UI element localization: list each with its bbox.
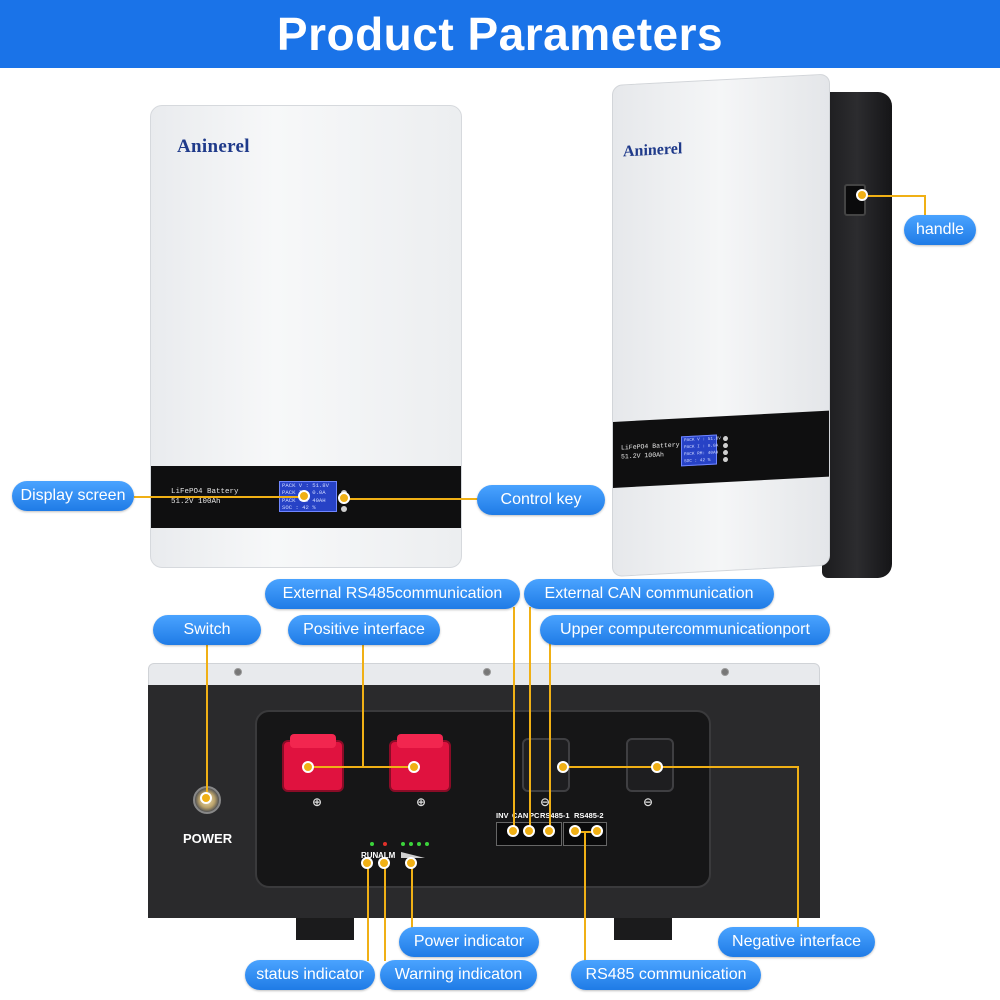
panel-foot: [614, 918, 672, 940]
callout-marker-icon: [543, 825, 555, 837]
leader-line: [584, 831, 586, 961]
terminal-cap: [397, 734, 443, 748]
screw-icon: [234, 668, 242, 676]
callout-marker-icon: [591, 825, 603, 837]
run-led-label: RUN: [361, 851, 379, 860]
lcd-line: SOC : 42 %: [684, 457, 711, 465]
strip-line-2: 51.2V 100Ah: [621, 451, 664, 461]
callout-marker-icon: [523, 825, 535, 837]
negative-terminal[interactable]: [626, 738, 674, 792]
alm-led-label: ALM: [378, 851, 396, 860]
battery-side-shell: [822, 92, 892, 578]
strip-text: LiFePO4 Battery 51.2V 100Ah: [171, 487, 239, 507]
port-label: RS485-1: [540, 811, 570, 820]
callout-marker-icon: [200, 792, 212, 804]
leader-line: [206, 643, 208, 798]
leader-line: [924, 195, 926, 215]
control-key-button[interactable]: [723, 442, 728, 449]
leader-line: [549, 643, 551, 831]
panel-foot: [296, 918, 354, 940]
callout-marker-icon: [298, 490, 310, 502]
callout-marker-icon: [361, 857, 373, 869]
page-title: Product Parameters: [276, 8, 724, 60]
screw-icon: [721, 668, 729, 676]
control-keys[interactable]: [723, 435, 728, 464]
leader-line: [563, 766, 799, 768]
display-strip: LiFePO4 Battery 51.2V 100Ah PACK V : 51.…: [613, 410, 829, 488]
control-key-button[interactable]: [723, 435, 728, 442]
strip-text: LiFePO4 Battery 51.2V 100Ah: [621, 440, 680, 461]
callout-upper-computer-port: Upper computercommunicationport: [540, 615, 830, 645]
control-key-button[interactable]: [723, 449, 728, 456]
callout-rs485-communication: RS485 communication: [571, 960, 761, 990]
leader-line: [384, 862, 386, 961]
leader-line: [862, 195, 924, 197]
power-led-icon: [401, 842, 405, 846]
callout-marker-icon: [507, 825, 519, 837]
callout-control-key: Control key: [477, 485, 605, 515]
terminal-cap: [290, 734, 336, 748]
control-key-button[interactable]: [341, 506, 347, 512]
power-led-icon: [417, 842, 421, 846]
callout-external-can: External CAN communication: [524, 579, 774, 609]
brand-logo: Aninerel: [623, 140, 683, 161]
leader-line: [344, 498, 478, 500]
leader-line: [134, 496, 304, 498]
callout-switch: Switch: [153, 615, 261, 645]
control-key-button[interactable]: [723, 456, 728, 463]
lcd-line: PACK V : 51.8V: [282, 482, 329, 489]
leader-line: [308, 766, 414, 768]
strip-line-1: LiFePO4 Battery: [171, 488, 239, 496]
power-label: POWER: [183, 831, 233, 846]
power-led-icon: [409, 842, 413, 846]
callout-positive-interface: Positive interface: [288, 615, 440, 645]
callout-status-indicator: status indicator: [245, 960, 375, 990]
callout-marker-icon: [856, 189, 868, 201]
terminal-symbol-icon: ⊕: [312, 795, 323, 809]
leader-line: [411, 862, 413, 928]
callout-marker-icon: [405, 857, 417, 869]
leader-line: [797, 766, 799, 928]
callout-power-indicator: Power indicator: [399, 927, 539, 957]
port-label: CAN: [512, 811, 529, 820]
callout-marker-icon: [557, 761, 569, 773]
run-led-icon: [370, 842, 374, 846]
port-label: INV: [496, 811, 509, 820]
leader-line: [574, 831, 598, 833]
callout-marker-icon: [569, 825, 581, 837]
terminal-symbol-icon: ⊖: [643, 795, 654, 809]
capacity-wedge-icon: [401, 852, 425, 858]
leader-line: [362, 643, 364, 767]
battery-side-view: Aninerel LiFePO4 Battery 51.2V 100Ah PAC…: [612, 73, 830, 577]
lcd-display: PACK V : 51.8V PACK I : 0.0A PACK RM: 40…: [681, 434, 721, 467]
callout-warning-indicator: Warning indicaton: [380, 960, 537, 990]
lcd-line: SOC : 42 %: [282, 504, 316, 512]
terminal-symbol-icon: ⊖: [540, 795, 551, 809]
callout-handle: handle: [904, 215, 976, 245]
callout-marker-icon: [651, 761, 663, 773]
alarm-led-icon: [383, 842, 387, 846]
callout-negative-interface: Negative interface: [718, 927, 875, 957]
callout-marker-icon: [338, 492, 350, 504]
callout-marker-icon: [378, 857, 390, 869]
leader-line: [529, 607, 531, 831]
port-label: RS485-2: [574, 811, 604, 820]
leader-line: [367, 862, 369, 961]
screw-icon: [483, 668, 491, 676]
callout-display-screen: Display screen: [12, 481, 134, 511]
port-label: PC: [529, 811, 540, 820]
callout-marker-icon: [302, 761, 314, 773]
positive-terminal[interactable]: [389, 734, 451, 792]
leader-line: [513, 607, 515, 831]
header-banner: Product Parameters: [0, 0, 1000, 68]
strip-line-2: 51.2V 100Ah: [171, 498, 221, 506]
callout-marker-icon: [408, 761, 420, 773]
terminal-symbol-icon: ⊕: [416, 795, 427, 809]
power-led-icon: [425, 842, 429, 846]
callout-external-rs485: External RS485communication: [265, 579, 520, 609]
brand-logo: Aninerel: [177, 136, 250, 157]
